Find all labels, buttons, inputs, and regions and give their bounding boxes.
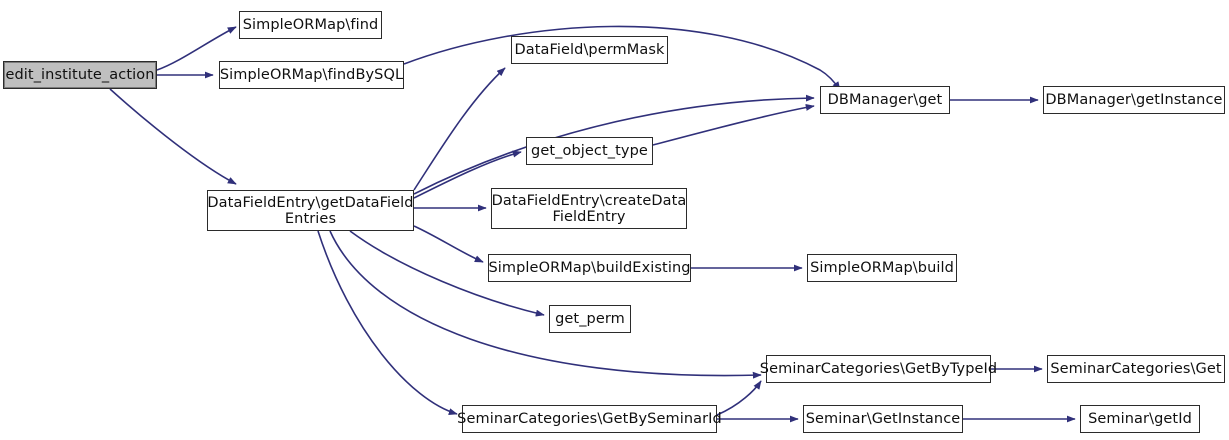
node-simpleormap_buildexisting[interactable]: SimpleORMap\buildExisting bbox=[488, 254, 691, 282]
edge-seminarcategories_getbyseminarid-to-seminarcategories_getbytypeid bbox=[716, 380, 762, 416]
node-datafield_permmask[interactable]: DataField\permMask bbox=[511, 36, 668, 64]
node-get_perm[interactable]: get_perm bbox=[549, 305, 631, 333]
edge-datafieldentry_getdatafieldentries-to-seminarcategories_getbyseminarid bbox=[317, 230, 458, 416]
edge-get_object_type-to-dbmanager_get bbox=[652, 104, 815, 146]
edge-edit_institute_action-to-datafieldentry_getdatafieldentries bbox=[109, 88, 237, 185]
edge-datafieldentry_getdatafieldentries-to-datafield_permmask bbox=[413, 67, 506, 191]
node-simpleormap_findbysql[interactable]: SimpleORMap\findBySQL bbox=[219, 61, 404, 89]
node-seminarcategories_get[interactable]: SeminarCategories\Get bbox=[1047, 355, 1225, 383]
node-simpleormap_find[interactable]: SimpleORMap\find bbox=[239, 11, 382, 39]
node-datafieldentry_createdatafieldentry[interactable]: DataFieldEntry\createData FieldEntry bbox=[491, 188, 687, 229]
node-dbmanager_get[interactable]: DBManager\get bbox=[820, 86, 950, 114]
edge-datafieldentry_getdatafieldentries-to-simpleormap_buildexisting bbox=[413, 225, 484, 263]
node-datafieldentry_getdatafieldentries[interactable]: DataFieldEntry\getDataField Entries bbox=[207, 190, 414, 231]
node-get_object_type[interactable]: get_object_type bbox=[526, 137, 653, 165]
node-seminar_getinstance[interactable]: Seminar\GetInstance bbox=[803, 405, 963, 433]
node-edit_institute_action[interactable]: edit_institute_action bbox=[3, 61, 157, 89]
node-seminarcategories_getbyseminarid[interactable]: SeminarCategories\GetBySeminarId bbox=[457, 405, 722, 433]
edge-datafieldentry_getdatafieldentries-to-seminarcategories_getbytypeid bbox=[329, 230, 762, 379]
node-simpleormap_build[interactable]: SimpleORMap\build bbox=[807, 254, 957, 282]
node-dbmanager_getinstance[interactable]: DBManager\getInstance bbox=[1043, 86, 1225, 114]
node-seminar_getid[interactable]: Seminar\getId bbox=[1080, 405, 1200, 433]
node-seminarcategories_getbytypeid[interactable]: SeminarCategories\GetByTypeId bbox=[760, 355, 997, 383]
